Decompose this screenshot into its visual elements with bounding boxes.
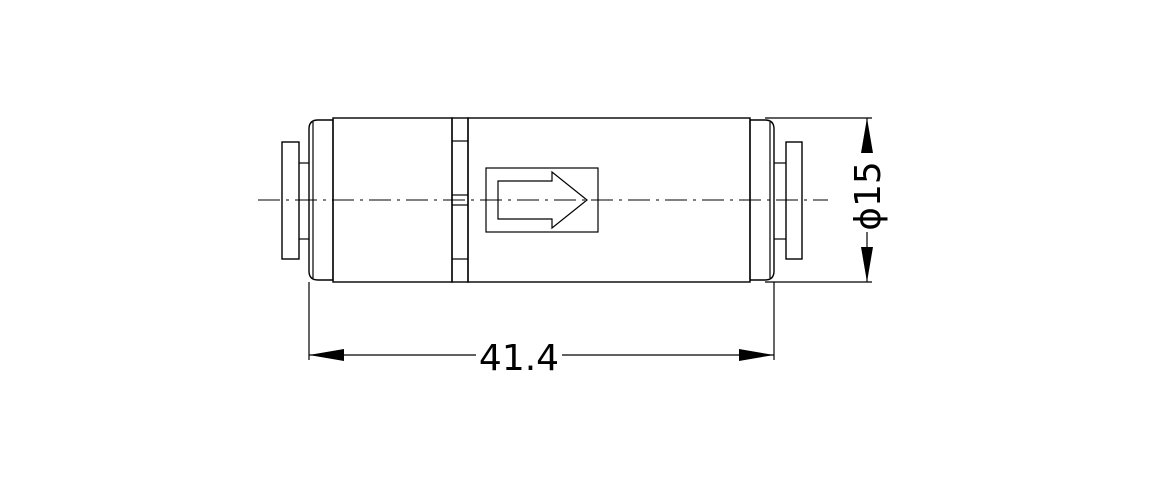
flow-label-box [485,167,599,233]
length-arrow-left [309,349,344,361]
flow-arrow-icon [497,170,588,230]
diameter-dimension-label: ϕ15 [848,161,889,231]
diameter-arrow-top [861,118,873,153]
left-release-ring [308,119,334,281]
diameter-arrow-bottom [861,247,873,282]
length-arrow-right [739,349,774,361]
length-dimension-label: 41.4 [479,338,559,379]
right-release-ring [749,119,775,281]
